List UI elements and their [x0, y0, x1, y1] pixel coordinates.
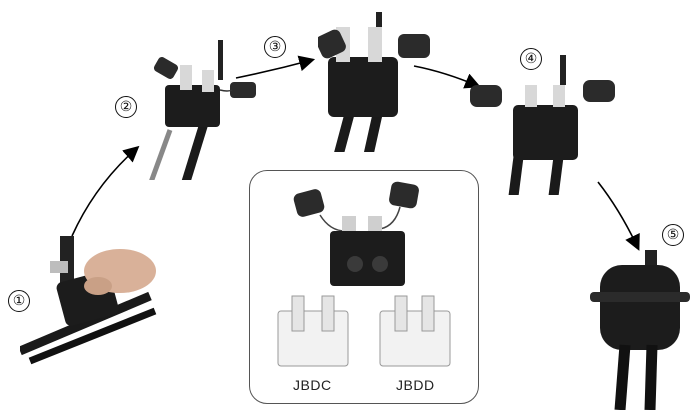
step-4-photo: [470, 55, 615, 195]
step-number-2: ②: [115, 96, 137, 118]
step-1-photo: [20, 236, 157, 365]
step-number-1: ①: [8, 290, 30, 312]
inset-illustrations: [277, 181, 451, 367]
step-2-photo: [149, 40, 256, 180]
arrow-2-to-3: [235, 55, 316, 79]
model-inset-panel: JBDC JBDD: [249, 170, 479, 404]
model-label-jbdd: JBDD: [396, 377, 435, 393]
step-number-3: ③: [264, 36, 286, 58]
step-number-5: ⑤: [662, 224, 684, 246]
step-3-photo: [318, 12, 430, 152]
arrow-1-to-2: [71, 145, 140, 237]
step-number-4: ④: [520, 48, 542, 70]
arrow-3-to-4: [413, 65, 481, 89]
step-5-photo: [590, 250, 690, 410]
arrow-4-to-5: [597, 181, 640, 251]
model-label-jbdc: JBDC: [293, 377, 332, 393]
